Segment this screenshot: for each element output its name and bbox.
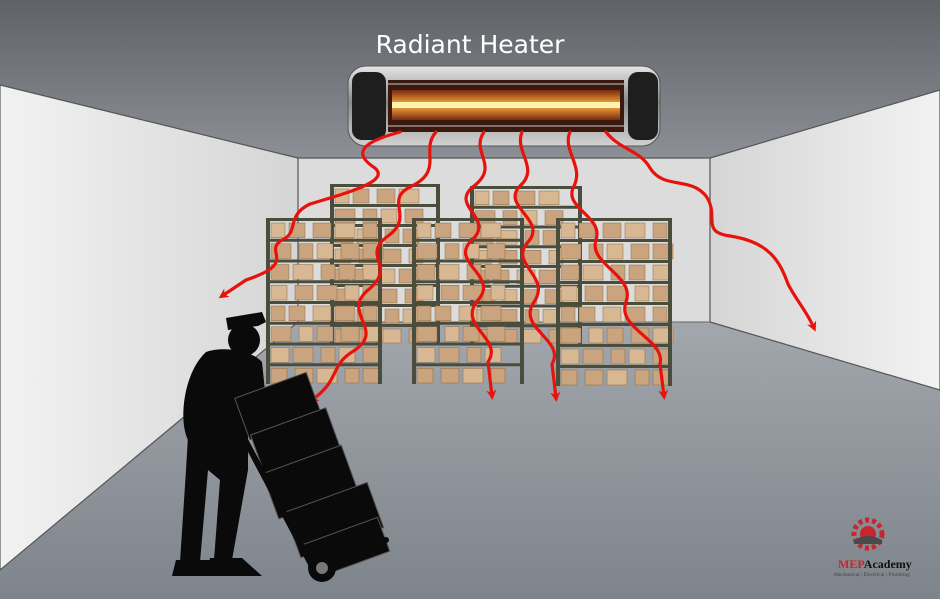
diagram-title: Radiant Heater (375, 30, 565, 59)
hand-truck-icon (234, 371, 391, 582)
heat-ray (604, 130, 817, 332)
heat-ray (566, 130, 669, 400)
heat-rays (218, 130, 817, 403)
logo-gear-icon (851, 517, 885, 551)
heat-ray (218, 130, 402, 299)
logo-brand: MEPAcademy (838, 557, 912, 571)
heat-ray (463, 130, 497, 400)
mep-academy-logo: MEPAcademy Mechanical | Electrical | Plu… (832, 525, 932, 585)
heat-ray (513, 130, 561, 402)
logo-tagline: Mechanical | Electrical | Plumbing (834, 572, 910, 578)
storage-shelves (266, 184, 674, 386)
radiant-heater-icon (347, 65, 661, 147)
shelving-unit (412, 218, 524, 384)
heat-ray (308, 130, 438, 403)
shelving-unit (556, 218, 674, 386)
